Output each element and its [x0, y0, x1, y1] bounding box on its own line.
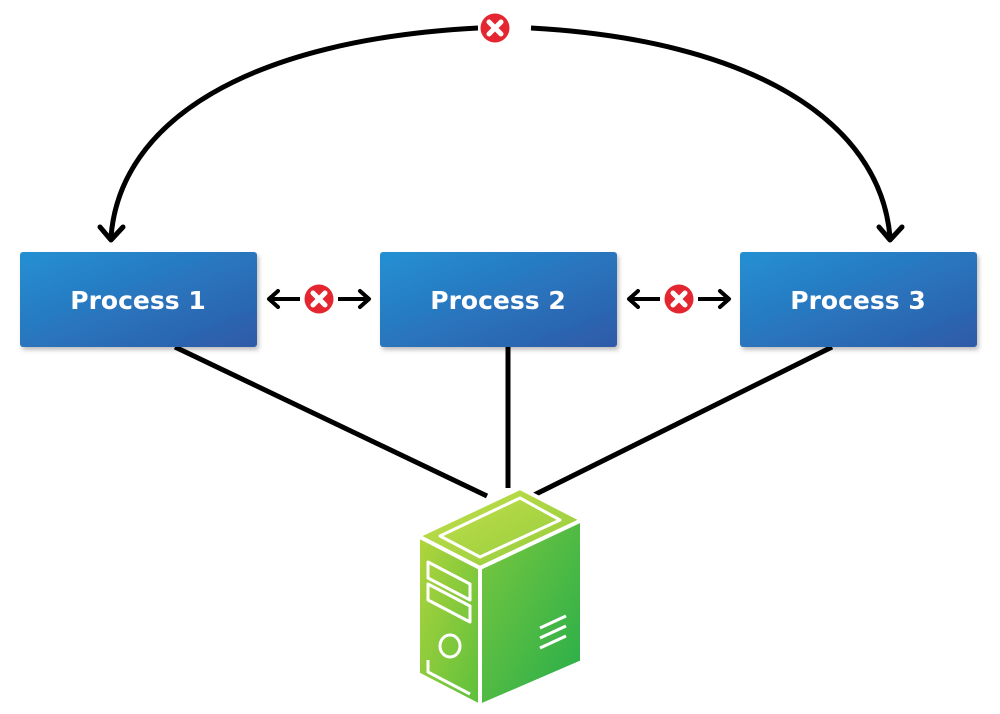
process-3-label: Process 3: [790, 286, 925, 315]
process-1-label: Process 1: [70, 286, 205, 315]
link-1-2: [267, 282, 371, 316]
process-2-label: Process 2: [430, 286, 565, 315]
blocked-x-icon: [478, 11, 512, 45]
blocked-x-icon: [662, 282, 696, 316]
arc-left-arrowhead: [97, 224, 126, 243]
process-1-link: [173, 344, 489, 499]
process-3-box: Process 3: [740, 252, 977, 347]
link-2-3: [627, 282, 731, 316]
arc-right-arrowhead: [876, 224, 905, 243]
blocked-x-icon: [302, 282, 336, 316]
process-3-link: [530, 344, 834, 499]
arc-right-segment: [530, 25, 893, 238]
process-1-box: Process 1: [20, 252, 257, 347]
process-2-box: Process 2: [380, 252, 617, 347]
desktop-tower-icon: [416, 486, 584, 708]
arc-left-segment: [108, 25, 479, 238]
